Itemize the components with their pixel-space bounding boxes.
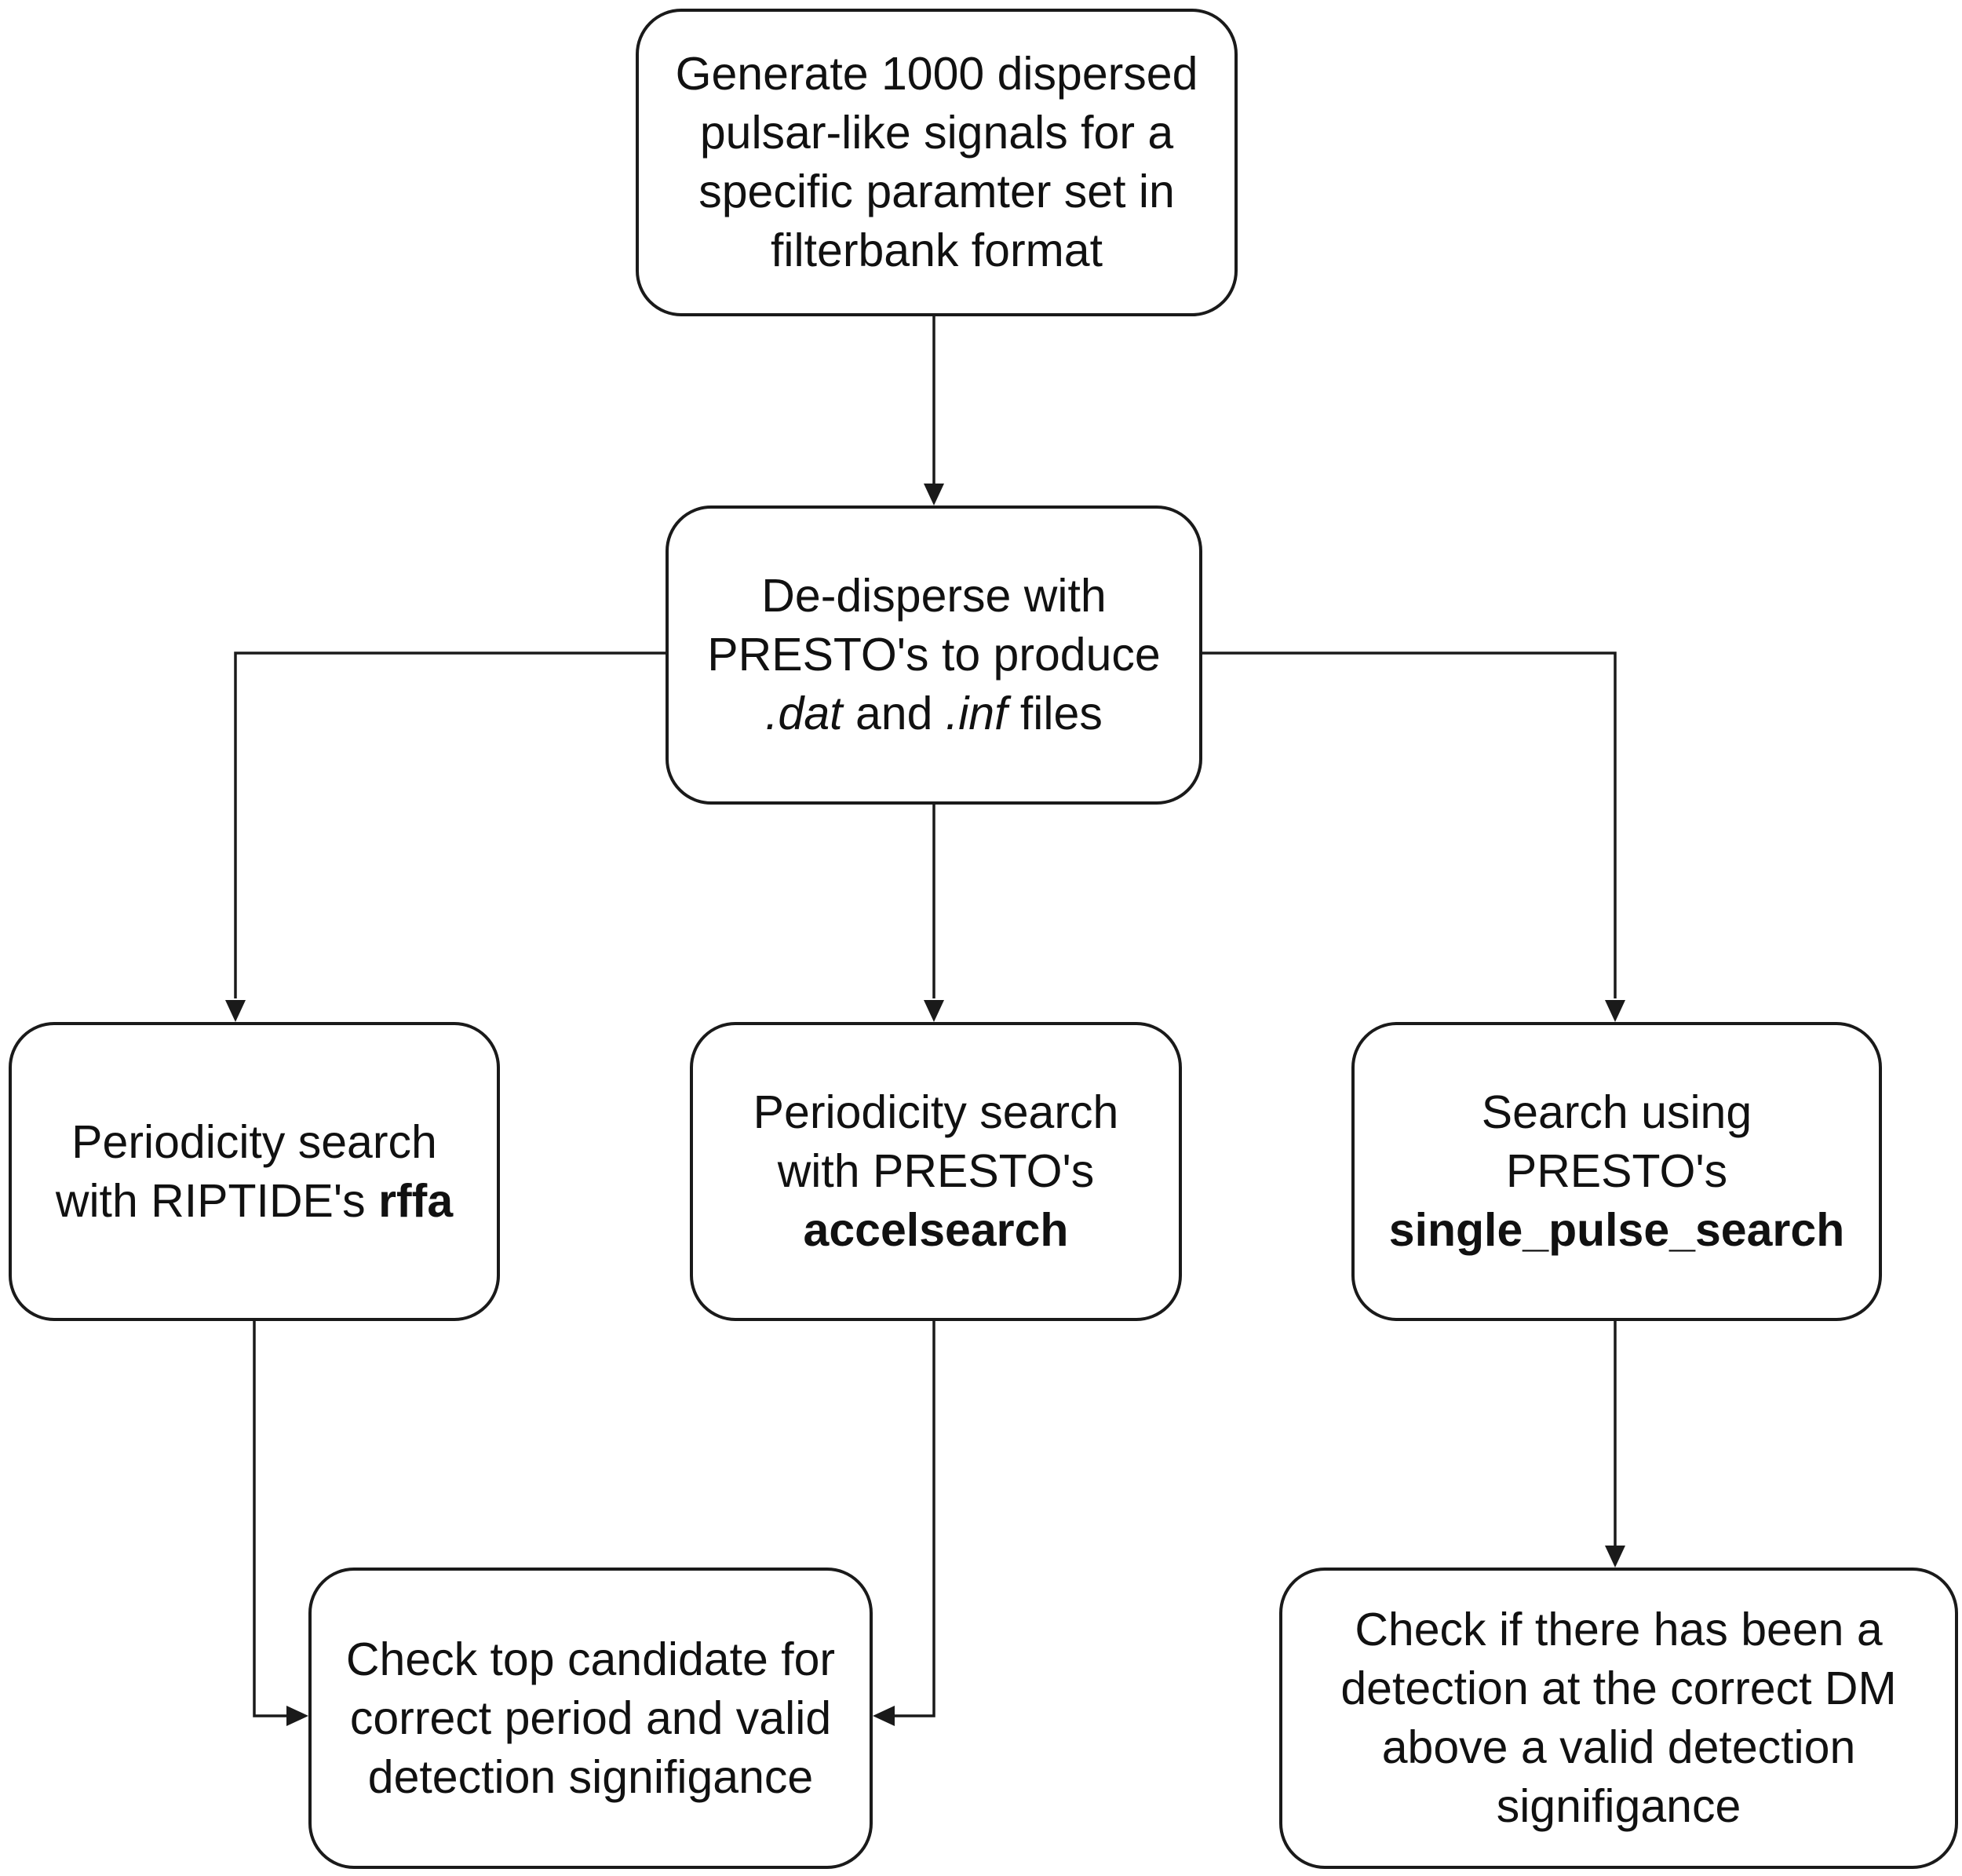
rffa-prefix: with RIPTIDE's [55,1174,379,1227]
check-dm-line-4: signifigance [1496,1780,1741,1832]
arrowhead-dedisperse-to-accel [924,1000,944,1022]
arrowhead-dedisperse-to-single [1605,1000,1625,1022]
generate-line-4: filterbank format [771,224,1103,276]
rffa-line-1: Periodicity search [71,1115,437,1168]
dedisperse-line-3: .dat and .inf files [765,684,1103,743]
edge-dedisperse-to-rffa [234,651,666,998]
edge-rffa-to-check-top [253,1321,289,1717]
check-dm-line-2: detection at the correct DM [1340,1662,1897,1714]
arrowhead-rffa-to-check-top [286,1706,308,1726]
arrowhead-dedisperse-to-rffa [225,1000,246,1022]
check-top-line-3: detection signifigance [367,1750,814,1803]
dedisperse-line-1: De-disperse with [761,570,1107,622]
arrowhead-single-to-check-dm [1605,1546,1625,1568]
single-line-1: Search using [1481,1086,1752,1138]
generate-line-3: specific paramter set in [698,166,1175,217]
check-top-candidate-node: Check top candidate for correct period a… [308,1568,873,1869]
single-pulse-search-tool-name: single_pulse_search [1388,1204,1845,1256]
generate-line-1: Generate 1000 dispersed [675,48,1198,100]
dedisperse-node: De-disperse with PRESTO's to produce .da… [666,505,1202,805]
dedisperse-and: and [842,688,946,739]
rffa-search-node: Periodicity search with RIPTIDE's rffa [9,1022,500,1321]
rffa-tool-name: rffa [378,1174,454,1227]
check-dm-line-1: Check if there has been a [1355,1604,1883,1655]
accelsearch-tool-name: accelsearch [803,1204,1069,1256]
dedisperse-files: files [1007,688,1103,739]
check-top-line-1: Check top candidate for [345,1633,836,1685]
accel-line-2: with PRESTO's [777,1145,1095,1197]
edge-dedisperse-to-single [1202,651,1617,998]
arrowhead-accel-to-check-top [873,1706,895,1726]
inf-extension: .inf [945,688,1008,739]
generate-signals-node: Generate 1000 dispersed pulsar-like sign… [636,9,1238,316]
single-line-2: PRESTO's [1505,1145,1728,1197]
check-dm-line-3: above a valid detection [1381,1721,1856,1773]
edge-accel-to-check-top [892,1321,935,1717]
rffa-line-2: with RIPTIDE's rffa [56,1172,453,1231]
single-pulse-search-node: Search using PRESTO's single_pulse_searc… [1351,1022,1882,1321]
arrowhead-generate-to-dedisperse [924,484,944,505]
dedisperse-line-2: PRESTO's to produce [707,629,1161,681]
check-dm-detection-node: Check if there has been a detection at t… [1279,1568,1958,1869]
generate-line-2: pulsar-like signals for a [699,107,1174,159]
accelsearch-node: Periodicity search with PRESTO's accelse… [690,1022,1182,1321]
check-top-line-2: correct period and valid [349,1692,832,1744]
accel-line-1: Periodicity search [753,1086,1119,1138]
dat-extension: .dat [765,688,843,739]
